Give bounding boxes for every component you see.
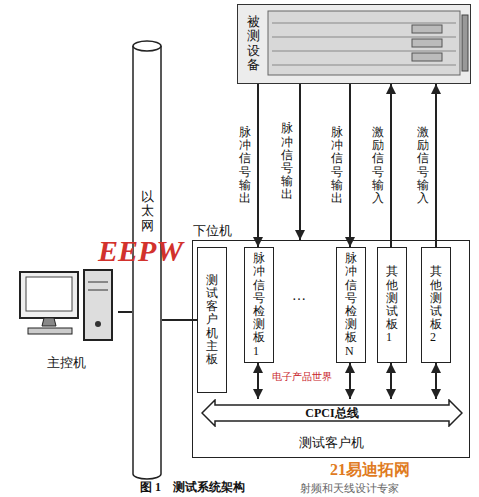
signal-arrow — [257, 84, 259, 247]
node-label: CPCI总线 — [305, 405, 358, 422]
signal-arrow — [390, 84, 392, 247]
watermark: EEPW — [98, 234, 183, 268]
signal-arrow — [390, 363, 392, 399]
signal-arrow — [349, 84, 351, 247]
node-label: 主控机 — [47, 354, 86, 372]
signal-label: 激励信号输入 — [417, 126, 429, 205]
device-under-test: 被测设备 — [237, 4, 471, 84]
signal-label: 脉冲信号输出 — [331, 126, 343, 205]
signal-label: 脉冲信号输出 — [239, 126, 251, 205]
signal-arrow — [257, 363, 259, 399]
node-label: 下位机 — [193, 222, 232, 240]
watermark: 电子产品世界 — [272, 370, 332, 384]
signal-label: 脉冲信号输出 — [281, 122, 293, 201]
figure-caption: 图 1 测试系统架构 — [140, 479, 245, 496]
detect-board: 脉冲信号检测板1 — [244, 247, 274, 363]
cpci-bus: CPCI总线 — [201, 399, 463, 427]
test-board: 其他测试板2 — [421, 247, 451, 363]
node-label: 脉冲信号检测板1 — [253, 252, 265, 358]
watermark: 射频和天线设计专家 — [300, 481, 399, 496]
node-label: 被测设备 — [247, 15, 260, 72]
test-client-box: 下位机测试客户机测试客户机主板脉冲信号检测板1脉冲信号检测板N其他测试板1其他测… — [192, 240, 470, 458]
node-label: 其他测试板1 — [386, 265, 398, 344]
rack-illustration — [238, 5, 472, 85]
test-board: 其他测试板1 — [377, 247, 407, 363]
signal-arrow — [435, 363, 437, 399]
network-link — [118, 311, 132, 313]
host-computer: 主控机 — [14, 268, 118, 372]
node-label: 脉冲信号检测板N — [345, 252, 357, 358]
node-label: 以太网 — [141, 190, 154, 233]
signal-arrow — [299, 84, 301, 240]
node-label: 测试客户机主板 — [206, 274, 218, 366]
mainboard: 测试客户机主板 — [197, 247, 227, 393]
detect-board: 脉冲信号检测板N — [336, 247, 366, 363]
ellipsis: … — [292, 288, 306, 304]
node-label: 其他测试板2 — [430, 265, 442, 344]
watermark: 21易迪拓网 — [330, 460, 410, 481]
signal-arrow — [349, 363, 351, 399]
signal-arrow — [435, 84, 437, 247]
signal-label: 激励信号输入 — [372, 126, 384, 205]
node-caption: 测试客户机 — [299, 434, 364, 452]
